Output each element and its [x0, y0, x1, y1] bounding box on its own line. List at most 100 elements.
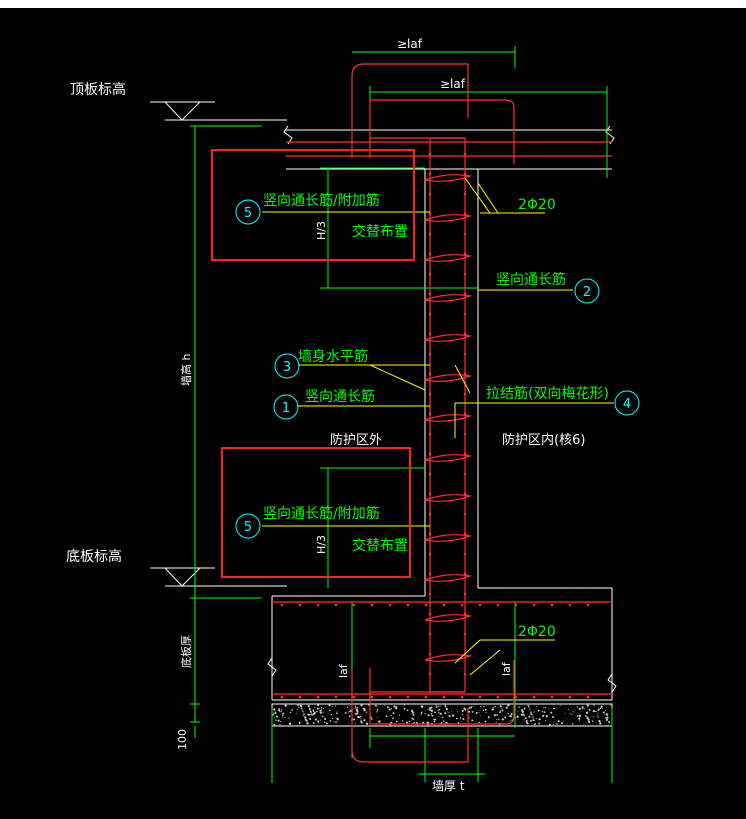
aggregate-speck: [593, 704, 595, 706]
rebar-dot: [568, 603, 572, 607]
aggregate-speck: [356, 712, 359, 714]
aggregate-speck: [569, 713, 571, 715]
aggregate-speck: [355, 712, 357, 715]
aggregate-speck: [396, 720, 398, 723]
aggregate-speck: [303, 713, 305, 715]
rebar-dot: [463, 672, 467, 676]
aggregate-speck: [309, 717, 312, 721]
aggregate-speck: [564, 713, 566, 715]
aggregate-speck: [403, 704, 405, 706]
aggregate-speck: [499, 711, 502, 714]
aggregate-speck: [363, 719, 366, 722]
aggregate-speck: [523, 714, 526, 717]
aggregate-speck: [552, 715, 554, 718]
aggregate-speck: [273, 708, 276, 711]
aggregate-speck: [303, 714, 305, 716]
aggregate-speck: [325, 722, 328, 725]
rebar-dot: [298, 695, 302, 699]
aggregate-speck: [316, 710, 318, 713]
aggregate-speck: [360, 721, 363, 724]
aggregate-speck: [336, 717, 338, 719]
aggregate-speck: [284, 704, 287, 707]
rebar-top-label: 2Φ20: [518, 197, 556, 213]
aggregate-speck: [438, 708, 441, 711]
rebar-dot: [463, 612, 467, 616]
aggregate-speck: [459, 717, 462, 719]
aggregate-speck: [386, 706, 389, 709]
rebar-dot: [428, 212, 432, 216]
rebar-dot: [428, 612, 432, 616]
aggregate-speck: [324, 721, 326, 724]
rebar-dot: [463, 432, 467, 436]
aggregate-speck: [318, 707, 320, 709]
aggregate-speck: [302, 711, 304, 713]
aggregate-speck: [392, 717, 394, 720]
aggregate-speck: [296, 708, 298, 710]
aggregate-speck: [305, 719, 308, 722]
rebar-dot: [298, 603, 302, 607]
callout-4-text: 4: [623, 397, 631, 412]
aggregate-speck: [322, 708, 325, 710]
aggregate-speck: [554, 708, 556, 710]
aggregate-speck: [548, 708, 550, 710]
aggregate-speck: [304, 719, 306, 721]
inside-zone-label: 防护区内(核6): [502, 432, 585, 448]
aggregate-speck: [390, 708, 393, 710]
aggregate-speck: [534, 723, 536, 726]
aggregate-speck: [480, 706, 482, 708]
aggregate-speck: [411, 711, 415, 714]
aggregate-speck: [576, 706, 579, 708]
slab-thickness-label: 底板厚: [179, 635, 193, 668]
aggregate-speck: [442, 716, 444, 718]
rebar-dot: [463, 472, 467, 476]
aggregate-speck: [471, 719, 474, 722]
aggregate-speck: [475, 711, 478, 715]
rebar-dot: [428, 652, 432, 656]
aggregate-speck: [282, 715, 284, 717]
rebar-dot: [463, 192, 467, 196]
callout-3: [274, 353, 300, 379]
aggregate-speck: [354, 707, 356, 709]
callout-2: [574, 278, 600, 304]
rebar-dot: [280, 603, 284, 607]
tie-bar: [424, 614, 473, 622]
tie-bar: [424, 574, 473, 582]
rebar-dot: [496, 695, 500, 699]
rebar-dot: [442, 603, 446, 607]
aggregate-speck: [471, 705, 473, 708]
callout-5-bottom-text: 5: [244, 520, 252, 535]
rebar-dot: [428, 512, 432, 516]
aggregate-speck: [468, 707, 471, 709]
aggregate-speck: [501, 707, 503, 709]
aggregate-speck: [541, 711, 544, 713]
aggregate-speck: [599, 707, 602, 709]
aggregate-speck: [300, 705, 303, 708]
aggregate-speck: [457, 711, 459, 713]
aggregate-speck: [308, 708, 311, 711]
aggregate-speck: [602, 711, 605, 714]
aggregate-speck: [336, 718, 339, 721]
aggregate-speck: [291, 709, 294, 711]
aggregate-speck: [440, 713, 442, 715]
aggregate-speck: [596, 714, 598, 716]
h3-top-label: H/3: [315, 221, 328, 240]
elevation-markers: [150, 101, 215, 587]
rebar-dot: [586, 603, 590, 607]
aggregate-speck: [415, 721, 418, 724]
aggregate-speck: [317, 704, 320, 707]
aggregate-speck: [561, 722, 563, 725]
aggregate-speck: [302, 710, 304, 712]
bar5-bottom-line2: 交替布置: [352, 537, 408, 554]
aggregate-speck: [317, 720, 320, 723]
aggregate-speck: [556, 723, 558, 725]
rebar-dot: [428, 392, 432, 396]
aggregate-speck: [550, 711, 553, 714]
aggregate-speck: [430, 713, 433, 715]
aggregate-speck: [317, 722, 319, 724]
aggregate-speck: [548, 723, 551, 726]
highlight-box-top[interactable]: [211, 149, 415, 261]
aggregate-speck: [288, 722, 292, 725]
highlight-box-bottom[interactable]: [221, 447, 411, 578]
aggregate-speck: [309, 713, 311, 716]
callout-5-bottom: [235, 513, 261, 539]
